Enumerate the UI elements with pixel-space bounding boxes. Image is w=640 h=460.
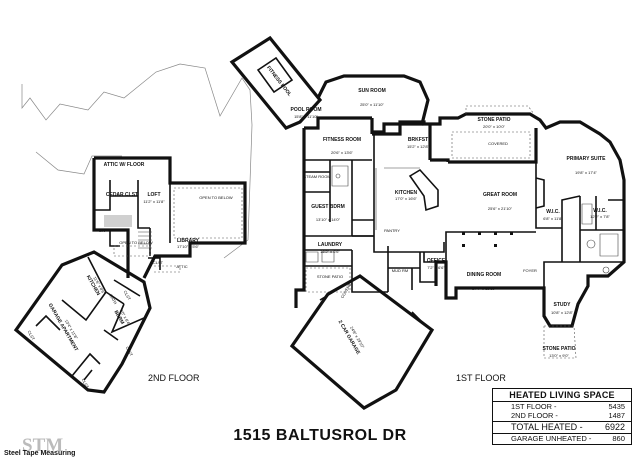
- heated-table-header: HEATED LIVING SPACE: [493, 389, 631, 402]
- first-floor-title: 1ST FLOOR: [456, 373, 506, 383]
- kitchen-island: [408, 168, 439, 212]
- logo-text: Steel Tape Measuring: [4, 450, 76, 457]
- label-kitchen-name: KITCHEN: [395, 190, 418, 196]
- heated-living-space-table: HEATED LIVING SPACE 1ST FLOOR - 5435 2ND…: [492, 388, 632, 445]
- garage-apartment-walls: [13, 250, 152, 394]
- garage-unheated-label: GARAGE UNHEATED -: [511, 434, 592, 443]
- heated-row-first-floor: 1ST FLOOR - 5435: [493, 402, 631, 411]
- sun-room-walls: [316, 74, 430, 134]
- label-pool-room-name: POOL ROOM: [290, 107, 321, 113]
- label-open-below-left: OPEN TO BELOW: [119, 240, 153, 245]
- logo-mark: STM: [22, 435, 64, 456]
- label-wic-right-dims: 12'2" x 7'8": [590, 214, 610, 219]
- label-primary-suite-dims: 19'8" x 17'4": [575, 170, 598, 175]
- label-wic-left-dims: 6'8" x 11'8": [543, 216, 563, 221]
- stone-patio-front: [543, 325, 577, 359]
- heated-row-total: TOTAL HEATED - 6922: [493, 421, 631, 433]
- label-wic-left-name: W.I.C.: [546, 209, 560, 215]
- label-dn: DN: [99, 228, 105, 233]
- property-address: 1515 BALTUSROL DR: [233, 427, 407, 444]
- label-sun-room-name: SUN ROOM: [358, 88, 386, 94]
- heated-row-label: 2ND FLOOR -: [511, 411, 558, 420]
- label-wic-right-name: W.I.C.: [593, 208, 607, 214]
- label-foyer: FOYER: [523, 268, 537, 273]
- label-stone-patio-back-name: STONE PATIO: [477, 117, 510, 123]
- second-floor-walls: [92, 156, 247, 279]
- label-pool-room-dims: 15'8" x 11'10": [294, 114, 318, 119]
- label-office-name: OFFICE: [427, 258, 446, 264]
- label-fitness-pool: FITNESS POOL: [265, 65, 292, 98]
- heated-row-second-floor: 2ND FLOOR - 1487: [493, 411, 631, 420]
- label-brkfst-dims: 15'2" x 12'8": [407, 144, 430, 149]
- label-guest-bdrm-name: GUEST BDRM: [311, 204, 345, 210]
- label-closet-c: CLST: [27, 330, 37, 342]
- label-attic-floor-name: ATTIC W/ FLOOR: [104, 162, 145, 168]
- stone-patio-side: [305, 267, 351, 293]
- label-open-below-right: OPEN TO BELOW: [199, 195, 233, 200]
- label-pantry: PANTRY: [384, 228, 400, 233]
- label-steam-room: STEAM ROOM: [303, 174, 330, 179]
- great-room-columns: [462, 232, 513, 247]
- roof-outline: [21, 63, 253, 259]
- covered-area: [451, 131, 531, 159]
- stone-patio-back: [465, 105, 535, 115]
- heated-row-label: 1ST FLOOR -: [511, 402, 557, 411]
- first-floor-labels: FITNESS POOL POOL ROOM 15'8" x 11'10" SU…: [265, 65, 610, 383]
- heated-row-garage: GARAGE UNHEATED - 860: [493, 433, 631, 444]
- label-stone-patio-back-dims: 20'0" x 10'0": [483, 124, 506, 129]
- heated-total-label: TOTAL HEATED -: [511, 422, 583, 432]
- label-cedar-clst: CEDAR CLST: [106, 192, 138, 198]
- label-great-room-dims: 25'6" x 21'10": [488, 206, 513, 211]
- label-primary-suite-name: PRIMARY SUITE: [567, 156, 607, 162]
- label-great-room-name: GREAT ROOM: [483, 192, 517, 198]
- label-loft-dims: 11'2" x 11'8": [143, 199, 165, 204]
- label-fitness-room-name: FITNESS ROOM: [323, 137, 361, 143]
- label-library-name: LIBRARY: [177, 238, 200, 244]
- label-loft-name: LOFT: [147, 192, 160, 198]
- label-sun-room-dims: 25'0" x 11'10": [360, 102, 384, 107]
- second-floor-plan: [13, 63, 253, 394]
- first-floor-plan: [229, 35, 626, 410]
- label-kitchen-dims: 17'0" x 16'6": [395, 196, 418, 201]
- label-brkfst-name: BRKFST: [408, 137, 428, 143]
- label-gar-bath: BATH: [109, 294, 119, 306]
- label-closet-a: CLST: [123, 290, 133, 302]
- label-study-dims: 10'8" x 12'8": [551, 310, 574, 315]
- label-mud-rm: MUD RM: [392, 268, 408, 273]
- heated-row-value: 1487: [608, 411, 625, 420]
- fireplace: [535, 177, 545, 209]
- label-stone-patio-front-dims: 13'0" x 9'0": [549, 353, 569, 358]
- garage-unheated-value: 860: [612, 434, 625, 443]
- label-stone-patio-front-name: STONE PATIO: [542, 346, 575, 352]
- label-closet-d: CLST: [81, 378, 91, 390]
- label-laundry-name: LAUNDRY: [318, 242, 343, 248]
- label-office-dims: 7'2" x 6'6": [427, 265, 445, 270]
- label-fitness-room-dims: 20'6" x 13'6": [331, 150, 354, 155]
- pool-room-walls: [229, 35, 323, 130]
- label-attic: ATTIC: [176, 264, 187, 269]
- label-study-name: STUDY: [554, 302, 572, 308]
- label-dining-room-name: DINING ROOM: [467, 272, 501, 278]
- second-floor-title: 2ND FLOOR: [148, 373, 200, 383]
- label-closet-b: CLST: [125, 346, 135, 358]
- second-floor-labels: ATTIC W/ FLOOR CEDAR CLST LOFT 11'2" x 1…: [27, 162, 233, 389]
- label-dining-room-dims: 17'4" x 13'10": [472, 286, 497, 291]
- main-floor-walls: [294, 112, 626, 328]
- garage-walls: [289, 274, 435, 410]
- label-clst: CLST: [153, 260, 164, 265]
- company-logo: STM Steel Tape Measuring: [4, 435, 76, 457]
- label-stone-patio-side: STONE PATIO: [317, 274, 343, 279]
- label-laundry-dims: 16'2" x 6'6": [320, 249, 340, 254]
- heated-row-value: 5435: [608, 402, 625, 411]
- label-guest-bdrm-dims: 13'10" x 14'0": [316, 217, 341, 222]
- heated-total-value: 6922: [604, 422, 625, 432]
- label-covered: COVERED: [488, 141, 508, 146]
- label-library-dims: 17'10" x 5'6": [177, 244, 200, 249]
